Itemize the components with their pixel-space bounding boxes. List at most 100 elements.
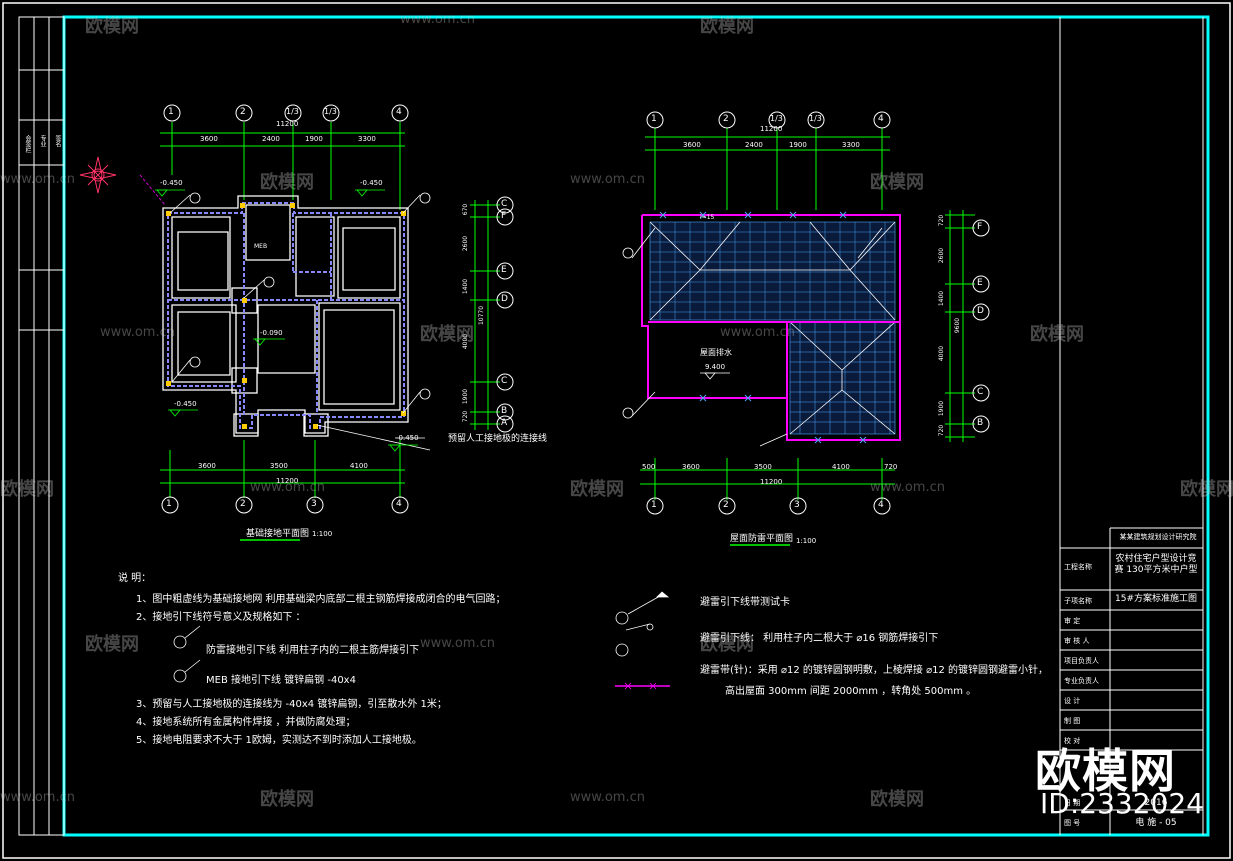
- left-elev-1: -0.450: [160, 179, 183, 187]
- note-1: 1、图中粗虚线为基础接地网 利用基础梁内底部二根主钢筋焊接成闭合的电气回路；: [136, 594, 506, 605]
- down-conductor-points: [166, 203, 406, 429]
- strip-label-3: 签名: [54, 135, 61, 147]
- right-overall-top: 11200: [760, 125, 783, 133]
- tb-subproject-key: 子项名称: [1064, 597, 1092, 605]
- watermark-brand: 欧模网: [0, 479, 54, 500]
- left-axis-top-3a: 1/3: [286, 107, 299, 116]
- watermark-brand: 欧模网: [260, 172, 314, 193]
- watermark-brand: 欧模网: [570, 479, 624, 500]
- lightning-belt: [641, 214, 901, 441]
- foundation-grounding-plan: [139, 104, 514, 541]
- tb-date: 2016: [1144, 798, 1168, 808]
- note-2: 2、接地引下线符号意义及规格如下 ：: [136, 612, 306, 623]
- watermark-site: www.om.cn: [0, 172, 75, 187]
- right-axis-bottom-4: 4: [878, 500, 884, 510]
- left-elev-3: -0.090: [260, 329, 283, 337]
- right-dim-bottom-3: 3500: [754, 463, 772, 471]
- right-axis-bottom-3: 3: [794, 500, 800, 510]
- legend-line-3: 高出屋面 300mm 间距 2000mm ，转角处 500mm 。: [725, 686, 977, 697]
- tb-row-check: 校 对: [1064, 737, 1081, 745]
- left-dim-right-6: 720: [462, 410, 470, 423]
- right-dim-top-4: 3300: [842, 141, 860, 149]
- left-axis-right-e: E: [501, 265, 507, 275]
- watermark-site: www.om.cn: [570, 790, 645, 805]
- left-axis-right-f: F: [501, 211, 507, 221]
- left-elev-2: -0.450: [360, 179, 383, 187]
- tb-company: 某某建筑规划设计研究院: [1119, 533, 1197, 541]
- right-axis-right-f: F: [977, 222, 983, 232]
- right-dim-right-2: 2600: [938, 247, 946, 264]
- note-5: 5、接地电阻要求不大于 1欧姆，实测达不到时添加人工接地极。: [136, 735, 422, 746]
- right-overall-bottom: 11200: [760, 478, 783, 486]
- notes-heading: 说 明：: [118, 573, 152, 584]
- legend-title: 避雷引下线带测试卡: [700, 597, 790, 608]
- roof-elev: 9.400: [705, 363, 726, 371]
- right-dim-top-3: 1900: [789, 141, 807, 149]
- left-axis-right-c2: C: [501, 376, 508, 386]
- right-axis-bottom-1: 1: [651, 500, 657, 510]
- tb-drawing-number: 电 施 - 05: [1135, 818, 1177, 828]
- north-arrow-icon: [79, 156, 117, 194]
- title-block: 某某建筑规划设计研究院 工程名称 农村住宅户型设计竞赛 130平方米中户型 子项…: [1060, 528, 1203, 833]
- right-axis-right-b: B: [977, 418, 984, 428]
- left-dim-top-1: 3600: [200, 135, 218, 143]
- right-dim-bottom-5: 720: [884, 463, 898, 471]
- left-dim-right-2: 2600: [462, 235, 470, 252]
- tb-row-number: 图 号: [1064, 819, 1081, 827]
- left-dim-top-4: 3300: [358, 135, 376, 143]
- right-dim-right-5: 1900: [938, 400, 946, 417]
- meb-mark: MEB: [254, 243, 268, 250]
- left-dim-bottom-1: 3600: [198, 462, 216, 470]
- watermark-brand: 欧模网: [700, 16, 754, 37]
- left-axis-top-4: 4: [396, 107, 402, 117]
- right-dim-right-6: 720: [938, 424, 946, 437]
- watermark-brand: 欧模网: [85, 634, 139, 655]
- watermark-brand: 欧模网: [870, 789, 924, 810]
- left-axis-right-a: A: [501, 418, 508, 428]
- left-axis-top-2: 2: [240, 107, 246, 117]
- watermark-brand: 欧模网: [85, 16, 139, 37]
- tb-project-name: 农村住宅户型设计竞赛 130平方米中户型: [1114, 554, 1198, 575]
- right-plan-scale: 1:100: [796, 537, 817, 545]
- left-plan-title: 基础接地平面图: [246, 529, 310, 539]
- right-axis-bottom-2: 2: [723, 500, 729, 510]
- left-overall-right: 10770: [478, 305, 486, 326]
- left-axis-right-d: D: [501, 294, 508, 304]
- left-elev-4: -0.450: [174, 400, 197, 408]
- tb-row-review: 审 核 人: [1064, 637, 1090, 645]
- watermark-site: www.om.cn: [0, 790, 75, 805]
- strip-label-1: 会签栏: [24, 135, 31, 153]
- right-dim-bottom-4: 4100: [832, 463, 850, 471]
- tb-row-lead: 专业负责人: [1064, 677, 1099, 685]
- left-axis-top-3b: 1/3: [324, 107, 337, 116]
- watermark-brand: 欧模网: [420, 324, 474, 345]
- right-axis-right-d: D: [977, 306, 984, 316]
- left-dim-top-3: 1900: [305, 135, 323, 143]
- right-axis-top-2: 2: [723, 114, 729, 124]
- left-axis-right-b: B: [501, 406, 508, 416]
- right-axis-top-1: 1: [651, 114, 657, 124]
- right-dim-top-1: 3600: [683, 141, 701, 149]
- right-axis-top-3a: 1/3: [770, 114, 783, 123]
- watermark-brand: 欧模网: [700, 634, 754, 655]
- left-axis-grid: [160, 122, 500, 498]
- slope-tag: i=15: [700, 214, 715, 221]
- watermark-site: www.om.cn: [400, 12, 475, 27]
- left-overall-bottom: 11200: [276, 477, 299, 485]
- watermark-site: www.om.cn: [870, 480, 945, 495]
- left-dim-top-2: 2400: [262, 135, 280, 143]
- watermark-site: www.om.cn: [420, 636, 495, 651]
- tb-row-design: 设 计: [1064, 697, 1081, 705]
- roof-lightning-plan: [622, 111, 990, 546]
- watermark-site: www.om.cn: [100, 325, 175, 340]
- left-dim-right-3: 1400: [462, 278, 470, 295]
- watermark-brand: 欧模网: [260, 789, 314, 810]
- watermark-site: www.om.cn: [250, 480, 325, 495]
- left-leader-note: 预留人工接地极的连接线: [448, 434, 548, 444]
- roof-drain-label: 屋面排水: [700, 348, 732, 357]
- watermark-brand: 欧模网: [1030, 324, 1084, 345]
- left-axis-bottom-2: 2: [240, 499, 246, 509]
- note-4: 4、接地系统所有金属构件焊接 ，并做防腐处理；: [136, 717, 356, 728]
